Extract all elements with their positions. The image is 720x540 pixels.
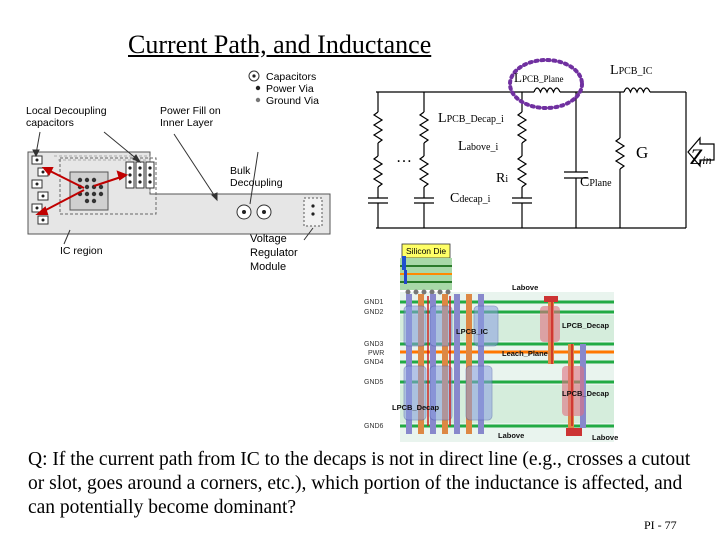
label-stackup-l-pcb-decap-rt: LPCB_Decap <box>562 321 610 330</box>
label-layer-gnd1: GND1 <box>364 299 384 306</box>
zin-input-arrow <box>687 136 715 168</box>
label-ic-region: IC region <box>60 245 103 257</box>
pcb-stackup-cross-section: Silicon Die <box>364 243 618 442</box>
label-layer-gnd6: GND6 <box>364 423 384 430</box>
ic-region-box <box>69 171 109 211</box>
vrm-label: Voltage Regulator Module <box>250 233 298 273</box>
label-layer-gnd4: GND4 <box>364 359 384 366</box>
label-stackup-l-each-plane: Leach_Plane <box>502 349 548 358</box>
legend-power-via: Power Via <box>266 83 314 95</box>
label-z-in: Zin <box>690 144 712 169</box>
label-bulk-2: Decoupling <box>230 177 283 189</box>
label-l-pcb-plane: LPCB_Plane <box>514 70 563 85</box>
label-layer-gnd2: GND2 <box>364 309 384 316</box>
bulk-decoupling-caps <box>236 204 272 220</box>
label-r-i: Ri <box>496 171 508 186</box>
legend-capacitors: Capacitors <box>266 71 316 83</box>
highlight-pcb-plane-circle <box>508 58 584 110</box>
label-stackup-l-pcb-ic: LPCB_IC <box>456 327 489 336</box>
label-stackup-l-above-top: Labove <box>512 283 538 292</box>
label-silicon-die: Silicon Die <box>406 246 446 256</box>
label-local-decoupling-2: capacitors <box>26 117 74 129</box>
label-l-pcb-decap: LPCB_Decap_i <box>438 111 504 126</box>
label-power-fill-1: Power Fill on <box>160 105 221 117</box>
label-layer-gnd3: GND3 <box>364 341 384 348</box>
label-c-decap: Cdecap_i <box>450 191 491 206</box>
svg-text:Voltage: Voltage <box>250 233 287 245</box>
slide-title: Current Path, and Inductance <box>128 30 432 59</box>
board-layout-diagram: Capacitors Power Via Ground Via Local De… <box>14 68 344 266</box>
vrm-box <box>303 197 323 227</box>
label-bulk-1: Bulk <box>230 165 251 177</box>
question-text: Q: If the current path from IC to the de… <box>28 449 691 518</box>
label-layer-pwr: PWR <box>368 350 384 357</box>
page-number: PI - 77 <box>644 518 677 532</box>
label-power-fill-2: Inner Layer <box>160 117 214 129</box>
label-c-plane: CPlane <box>580 175 612 190</box>
label-local-decoupling-1: Local Decoupling <box>26 105 107 117</box>
label-l-above: Labove_i <box>458 139 498 154</box>
legend-ground-via: Ground Via <box>266 95 319 107</box>
label-stackup-l-above-bottom-right: Labove <box>592 433 618 442</box>
svg-text:Module: Module <box>250 261 286 273</box>
pdn-circuit-schematic: LPCB_Plane LPCB_IC LPCB_Decap_i Labove_i… <box>368 58 715 229</box>
svg-text:Regulator: Regulator <box>250 247 298 259</box>
label-stackup-l-pcb-decap-rb: LPCB_Decap <box>562 389 610 398</box>
label-layer-gnd5: GND5 <box>364 379 384 386</box>
label-stackup-l-above-bottom: Labove <box>498 431 524 440</box>
label-l-pcb-ic: LPCB_IC <box>610 63 653 78</box>
label-g: G <box>636 143 648 162</box>
label-ellipsis: … <box>396 149 412 166</box>
label-stackup-l-pcb-decap-left: LPCB_Decap <box>392 403 440 412</box>
